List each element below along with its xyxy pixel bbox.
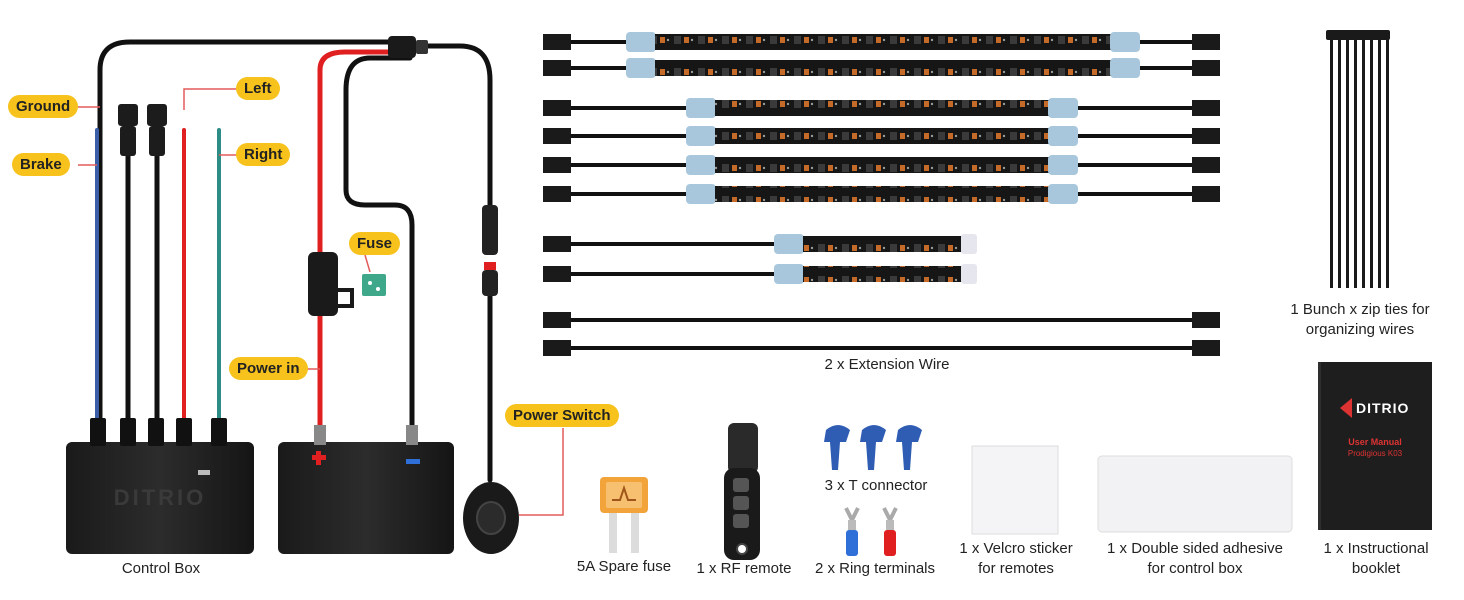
label-fuse: Fuse [349, 232, 401, 255]
caption-velcro-line1: 1 x Velcro sticker [959, 540, 1073, 557]
label-brake: Brake [12, 153, 70, 176]
led-strip-medium [543, 184, 1220, 204]
label-right: Right [236, 143, 291, 166]
led-strip-medium [543, 155, 1220, 175]
extension-wire [543, 312, 1220, 328]
led-strip-short [543, 264, 977, 284]
led-strip-long [543, 32, 1220, 52]
led-strips [543, 32, 1220, 356]
instruction-booklet [1318, 362, 1432, 530]
signal-connectors [118, 104, 167, 156]
caption-t-connector: 3 x T connector [824, 477, 928, 494]
velcro-sticker [971, 445, 1059, 535]
led-strip-short [543, 234, 977, 254]
caption-booklet-line1: 1 x Instructional [1323, 540, 1429, 557]
battery [278, 425, 454, 554]
wiring-harness [95, 39, 493, 483]
caption-velcro: 1 x Velcro sticker for remotes [946, 539, 1086, 579]
control-box-logo: DITRIO [114, 485, 207, 510]
switch-connector [482, 205, 498, 296]
control-box: DITRIO [66, 418, 254, 554]
led-strip-medium [543, 126, 1220, 146]
callout-lines [78, 88, 564, 516]
led-strip-medium [543, 98, 1220, 118]
caption-velcro-line2: for remotes [978, 560, 1054, 577]
t-connectors [824, 425, 922, 470]
caption-zip-line2: organizing wires [1305, 321, 1415, 338]
caption-booklet: 1 x Instructional booklet [1308, 539, 1444, 579]
caption-zip-ties: 1 Bunch x zip ties for organizing wires [1270, 300, 1450, 340]
label-ground: Ground [8, 95, 79, 118]
caption-booklet-line2: booklet [1351, 560, 1401, 577]
booklet-brand: DITRIO [1356, 400, 1410, 416]
y-splitter [388, 36, 428, 58]
booklet-model: Prodigious K03 [1347, 449, 1403, 458]
caption-zip-line1: 1 Bunch x zip ties for [1290, 301, 1430, 318]
spare-fuse [600, 477, 648, 553]
label-power-in: Power in [229, 357, 308, 380]
ring-terminals [844, 507, 898, 556]
caption-rf-remote: 1 x RF remote [696, 560, 792, 577]
zip-ties [1326, 30, 1390, 288]
led-strip-long [543, 58, 1220, 78]
caption-extension-wire: 2 x Extension Wire [824, 356, 950, 373]
caption-spare-fuse: 5A Spare fuse [576, 558, 672, 575]
rf-remote [724, 423, 760, 560]
power-switch [463, 482, 519, 554]
fuse-holder [308, 252, 386, 316]
extension-wire [543, 340, 1220, 356]
double-sided-adhesive [1097, 455, 1293, 533]
caption-control-box: Control Box [121, 560, 201, 577]
label-power-switch: Power Switch [505, 404, 619, 427]
label-left: Left [236, 77, 280, 100]
caption-adhesive-line2: for control box [1147, 560, 1243, 577]
caption-adhesive-line1: 1 x Double sided adhesive [1107, 540, 1283, 557]
caption-ring-terminals: 2 x Ring terminals [814, 560, 936, 577]
booklet-title: User Manual [1348, 437, 1402, 447]
caption-adhesive: 1 x Double sided adhesive for control bo… [1090, 539, 1300, 579]
